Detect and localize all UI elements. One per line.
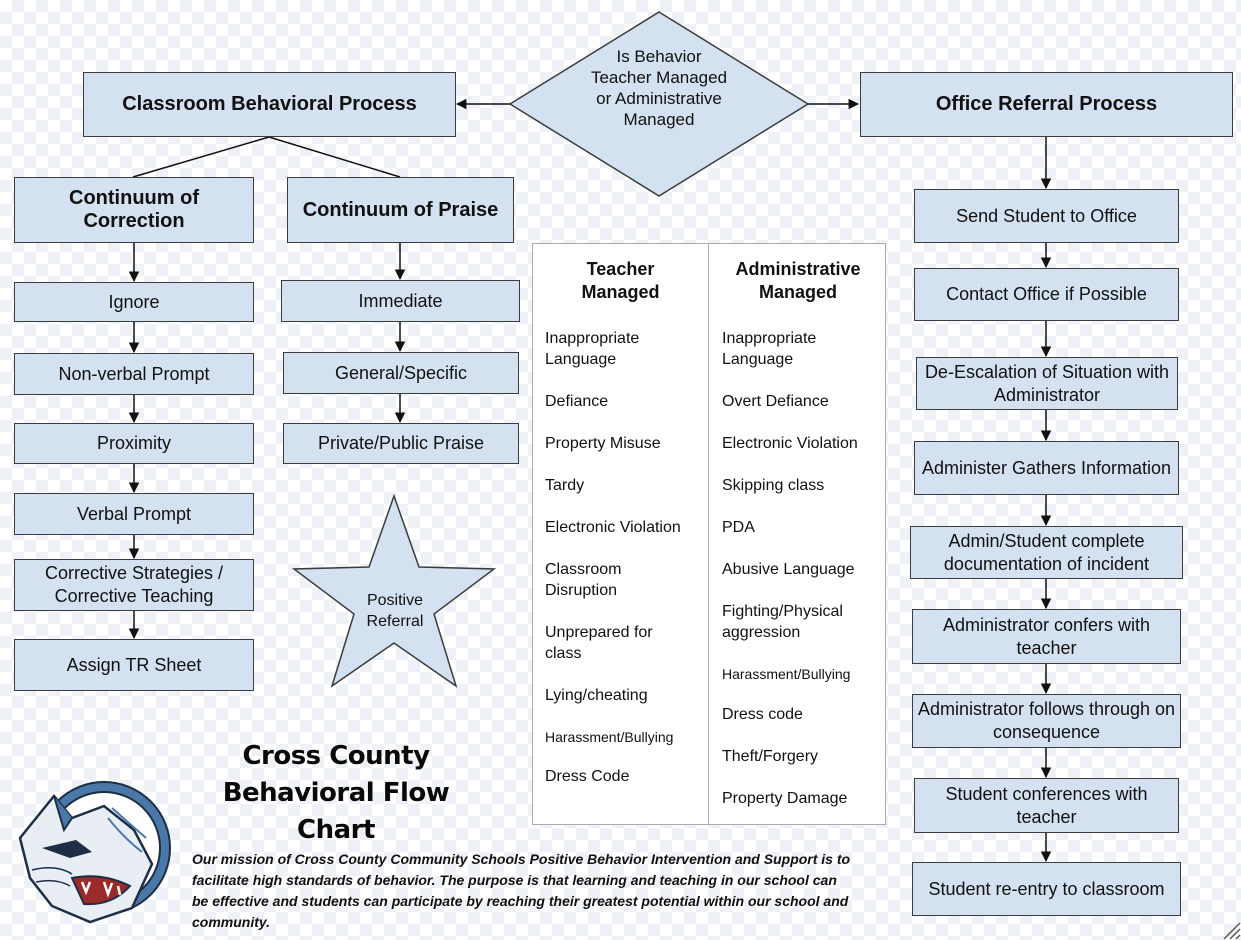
positive-referral-star: [291, 493, 497, 688]
correction-step-tr-sheet: Assign TR Sheet: [14, 639, 254, 691]
admin-item: Overt Defiance: [722, 393, 829, 410]
office-step: Admin/Student complete documentation of …: [910, 526, 1183, 579]
office-step: Administrator follows through on consequ…: [912, 694, 1181, 748]
correction-step-nonverbal: Non-verbal Prompt: [14, 353, 254, 395]
admin-item: Abusive Language: [722, 561, 855, 578]
correction-step-proximity: Proximity: [14, 423, 254, 464]
teacher-item: Defiance: [545, 393, 609, 410]
admin-item: Electronic Violation: [722, 435, 858, 452]
admin-item: Fighting/Physical aggression: [722, 603, 843, 641]
admin-managed-heading: Administrative Managed: [735, 259, 861, 302]
star-label: Positive Referral: [366, 592, 424, 630]
office-step: Administrator confers with teacher: [912, 609, 1181, 664]
teacher-item: Electronic Violation: [545, 519, 681, 536]
teacher-item: Classroom Disruption: [545, 561, 622, 599]
correction-step-verbal: Verbal Prompt: [14, 493, 254, 535]
classroom-process-box: Classroom Behavioral Process: [83, 72, 456, 137]
admin-item: Inappropriate Language: [722, 330, 817, 368]
correction-step-ignore: Ignore: [14, 282, 254, 322]
continuum-correction-box: Continuum of Correction: [14, 177, 254, 243]
office-step: Student re-entry to classroom: [912, 862, 1181, 916]
teacher-item: Dress Code: [545, 768, 630, 785]
admin-item: Theft/Forgery: [722, 748, 819, 765]
correction-step-strategies: Corrective Strategies / Corrective Teach…: [14, 559, 254, 611]
admin-item: PDA: [722, 519, 755, 536]
cougar-mascot-icon: [18, 781, 171, 924]
office-step: Contact Office if Possible: [914, 268, 1179, 321]
office-step: Administer Gathers Information: [914, 441, 1179, 495]
office-step: Send Student to Office: [914, 189, 1179, 243]
managed-behaviors-table: Teacher Managed Inappropriate Language D…: [532, 243, 886, 825]
admin-item: Skipping class: [722, 477, 825, 494]
teacher-item: Unprepared for class: [545, 624, 653, 662]
table-divider: [708, 244, 709, 824]
praise-step-general: General/Specific: [283, 352, 519, 394]
decision-text: Is Behavior Teacher Managed or Administr…: [590, 47, 728, 129]
decision-diamond: [508, 11, 810, 197]
chart-title: Cross County Behavioral Flow Chart: [222, 741, 450, 845]
praise-step-immediate: Immediate: [281, 280, 520, 322]
office-step: De-Escalation of Situation with Administ…: [916, 357, 1178, 410]
admin-item: Property Damage: [722, 790, 848, 807]
praise-step-private-public: Private/Public Praise: [283, 423, 519, 464]
mission-statement: Our mission of Cross County Community Sc…: [192, 851, 851, 930]
teacher-item: Inappropriate Language: [545, 330, 640, 368]
teacher-managed-heading: Teacher Managed: [581, 259, 660, 302]
teacher-item: Tardy: [545, 477, 585, 494]
teacher-item: Lying/cheating: [545, 687, 648, 704]
office-step: Student conferences with teacher: [914, 778, 1179, 833]
continuum-praise-box: Continuum of Praise: [287, 177, 514, 243]
resize-grip-icon: [1223, 922, 1241, 940]
admin-item: Dress code: [722, 706, 803, 723]
teacher-item: Property Misuse: [545, 435, 661, 452]
office-process-box: Office Referral Process: [860, 72, 1233, 137]
admin-item: Harassment/Bullying: [722, 666, 851, 682]
teacher-item: Harassment/Bullying: [545, 729, 674, 745]
